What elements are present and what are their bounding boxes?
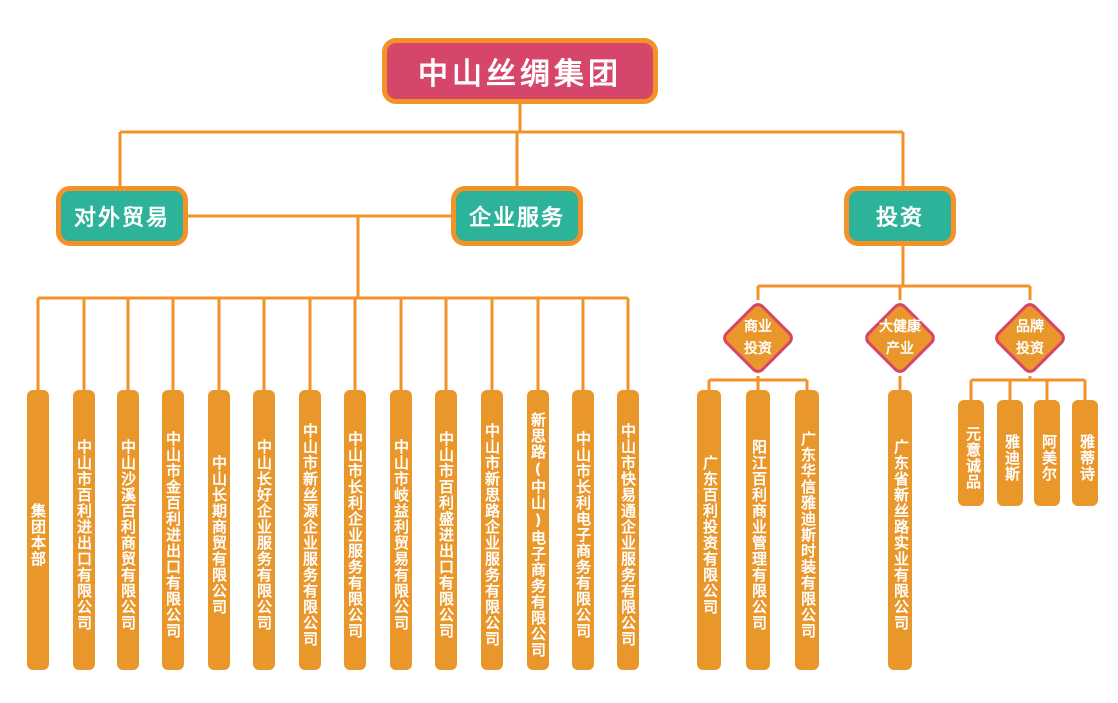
investment-category-label: 大健康 产业 xyxy=(879,319,921,357)
service-company-5: 中山长期商贸有限公司 xyxy=(208,390,230,670)
investment-company-3-1: 元意诚品 xyxy=(958,400,984,506)
investment-category-1: 商业 投资 xyxy=(719,299,797,377)
service-company-9: 中山市岐益利贸易有限公司 xyxy=(390,390,412,670)
service-company-11: 中山市新思路企业服务有限公司 xyxy=(481,390,503,670)
service-company-3: 中山沙溪百利商贸有限公司 xyxy=(117,390,139,670)
service-company-13: 中山市长利电子商务有限公司 xyxy=(572,390,594,670)
service-company-1: 集团本部 xyxy=(27,390,49,670)
node-investment: 投资 xyxy=(844,186,956,246)
investment-category-label: 品牌 投资 xyxy=(1016,319,1044,357)
investment-company-3-3: 阿美尔 xyxy=(1034,400,1060,506)
service-company-4: 中山市金百利进出口有限公司 xyxy=(162,390,184,670)
investment-category-label: 商业 投资 xyxy=(744,319,772,357)
service-company-12: 新思路(中山)电子商务有限公司 xyxy=(527,390,549,670)
investment-category-3: 品牌 投资 xyxy=(991,299,1069,377)
service-company-8: 中山市长利企业服务有限公司 xyxy=(344,390,366,670)
investment-category-2: 大健康 产业 xyxy=(861,299,939,377)
node-enterprise-service: 企业服务 xyxy=(451,186,583,246)
service-company-10: 中山市百利盛进出口有限公司 xyxy=(435,390,457,670)
service-company-7: 中山市新丝源企业服务有限公司 xyxy=(299,390,321,670)
service-company-2: 中山市百利进出口有限公司 xyxy=(73,390,95,670)
investment-company-1-3: 广东华信雅迪斯时装有限公司 xyxy=(795,390,819,670)
investment-company-1-2: 阳江百利商业管理有限公司 xyxy=(746,390,770,670)
service-company-14: 中山市快易通企业服务有限公司 xyxy=(617,390,639,670)
investment-company-3-4: 雅蒂诗 xyxy=(1072,400,1098,506)
investment-company-2-1: 广东省新丝路实业有限公司 xyxy=(888,390,912,670)
node-foreign-trade: 对外贸易 xyxy=(56,186,188,246)
investment-company-3-2: 雅迪斯 xyxy=(997,400,1023,506)
investment-company-1-1: 广东百利投资有限公司 xyxy=(697,390,721,670)
root-node: 中山丝绸集团 xyxy=(382,38,658,104)
service-company-6: 中山长好企业服务有限公司 xyxy=(253,390,275,670)
